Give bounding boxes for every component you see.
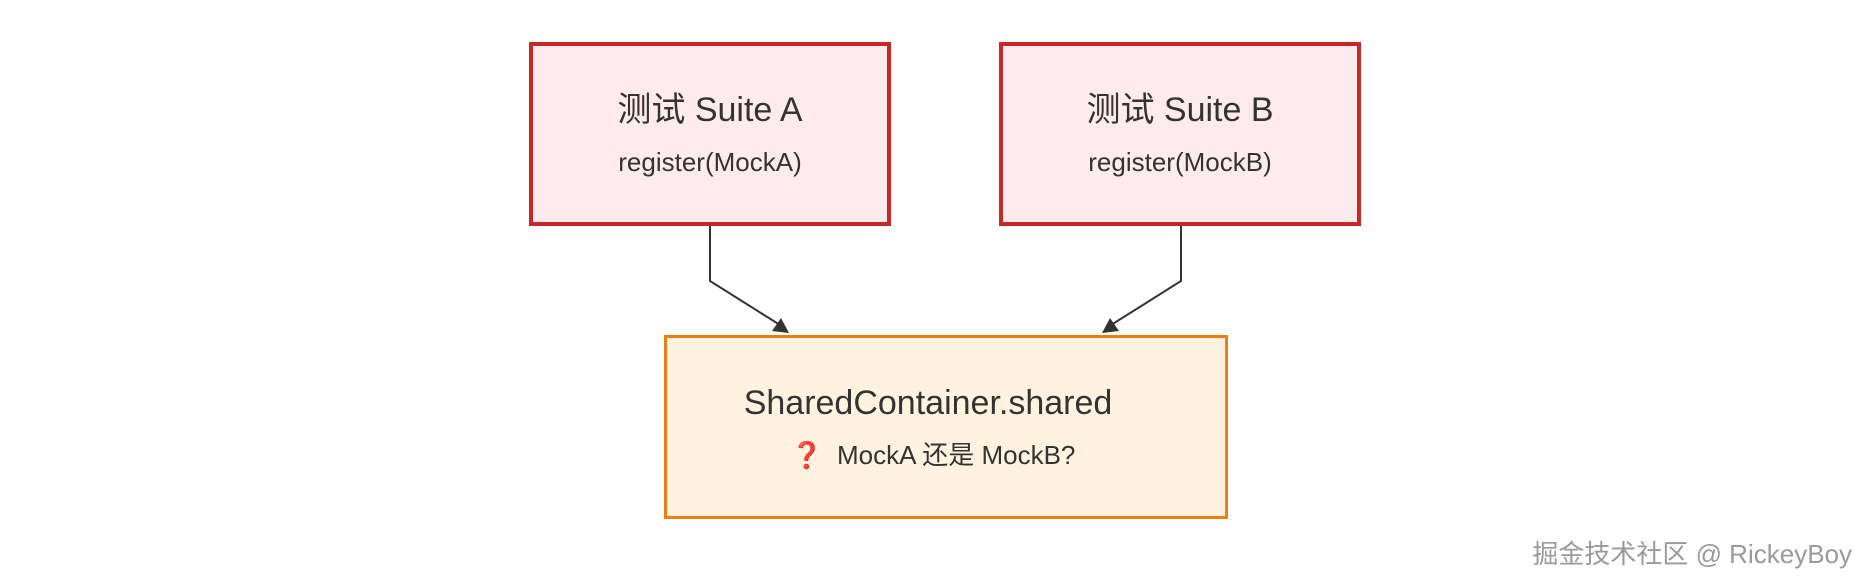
question-mark-icon: ❓	[790, 440, 823, 470]
suite-b-register-call: register(MockB)	[1088, 147, 1272, 177]
suite-a-title: 测试 Suite A	[617, 91, 803, 129]
node-suite-a: 测试 Suite A register(MockA)	[529, 42, 891, 226]
edge-suite-a-to-container	[709, 226, 781, 326]
suite-b-title: 测试 Suite B	[1086, 91, 1274, 129]
shared-container-question: ❓ MockA 还是 MockB?	[791, 439, 1076, 471]
arrowhead-suite-a	[772, 318, 789, 333]
shared-container-question-text: MockA 还是 MockB?	[836, 440, 1076, 470]
edge-suite-b-to-container	[1110, 226, 1182, 326]
arrowhead-suite-b	[1102, 318, 1119, 333]
node-shared-container: SharedContainer.shared ❓ MockA 还是 MockB?	[664, 335, 1228, 519]
shared-container-title: SharedContainer.shared	[743, 384, 1113, 422]
watermark: 掘金技术社区 @ RickeyBoy	[1532, 539, 1852, 569]
suite-a-register-call: register(MockA)	[618, 147, 802, 177]
node-suite-b: 测试 Suite B register(MockB)	[999, 42, 1361, 226]
